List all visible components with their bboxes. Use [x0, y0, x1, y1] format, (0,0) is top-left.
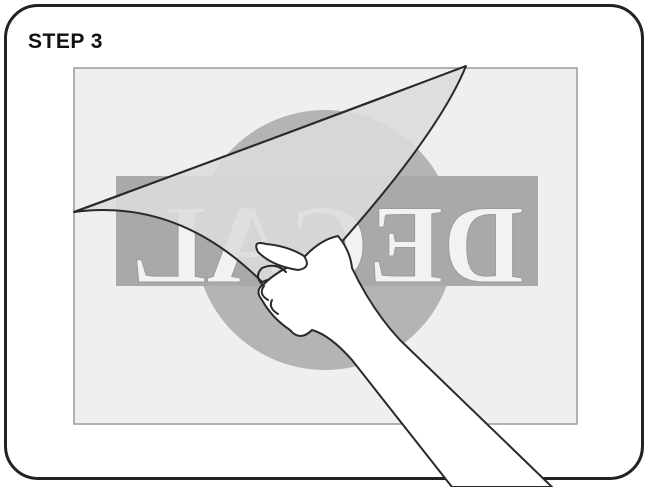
hand-peeling-icon — [255, 235, 553, 487]
step-title: STEP 3 — [28, 30, 103, 53]
peel-fold-line — [73, 65, 467, 213]
